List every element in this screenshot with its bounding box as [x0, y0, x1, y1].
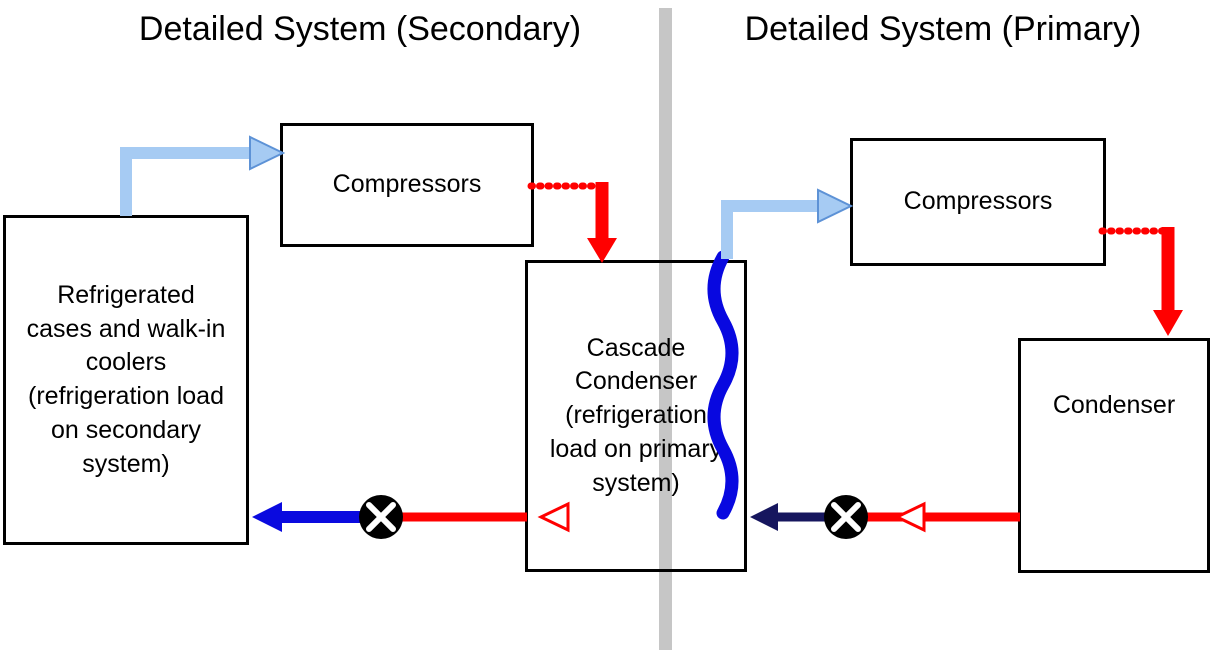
primary-compressors-label: Compressors	[903, 187, 1053, 216]
primary-expansion-valve-icon	[824, 495, 868, 539]
secondary-system-title: Detailed System (Secondary)	[138, 10, 582, 48]
secondary-suction-pipe	[120, 147, 250, 216]
cascade-condenser-label: Cascade Condenser (refrigeration load on…	[549, 333, 723, 497]
secondary-compressors-box: Compressors	[280, 123, 534, 247]
secondary-expansion-valve-icon	[359, 495, 403, 539]
secondary-liquid-red-arrow-icon	[537, 501, 570, 533]
cascade-condenser-box: Cascade Condenser (refrigeration load on…	[525, 260, 747, 572]
secondary-liquid-blue-arrow-icon	[252, 502, 282, 532]
primary-suction-pipe	[721, 200, 818, 259]
condenser-label: Condenser	[1052, 391, 1176, 419]
secondary-compressors-label: Compressors	[332, 170, 482, 199]
secondary-suction-arrow-icon	[249, 135, 286, 171]
cascade-heat-exchange-coil	[707, 250, 739, 520]
primary-discharge-arrow-icon	[1153, 310, 1183, 336]
condenser-box: Condenser	[1018, 338, 1210, 573]
system-divider	[659, 8, 672, 650]
primary-liquid-navy-arrow-icon	[750, 503, 778, 531]
secondary-discharge-arrow-icon	[587, 238, 617, 263]
primary-system-title: Detailed System (Primary)	[744, 10, 1142, 48]
refrigerated-cases-box: Refrigerated cases and walk-in coolers (…	[3, 215, 249, 545]
refrigerated-cases-label: Refrigerated cases and walk-in coolers (…	[26, 280, 226, 478]
primary-liquid-red-arrow-icon	[893, 501, 926, 533]
primary-compressors-box: Compressors	[850, 138, 1106, 266]
primary-suction-arrow-icon	[817, 188, 854, 224]
